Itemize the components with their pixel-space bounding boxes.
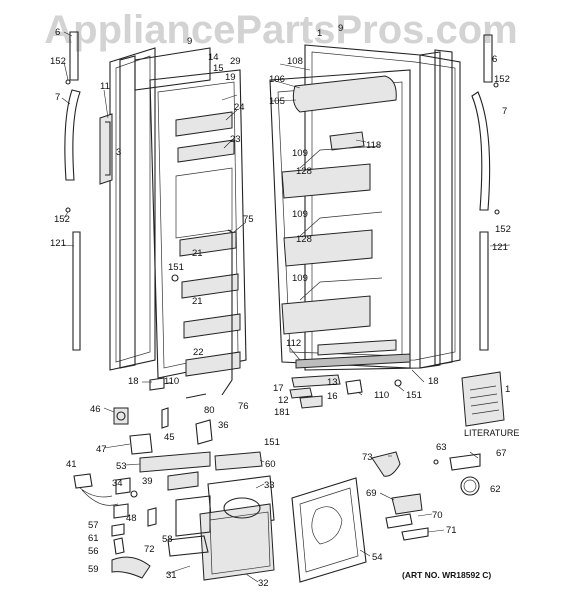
label-16: 16 (327, 391, 338, 402)
label-151: 151 (264, 437, 280, 448)
part-number-labels: 6 152 7 11 3 152 121 9 14 15 29 19 24 23… (50, 23, 519, 589)
label-112: 112 (286, 338, 301, 349)
label-29: 29 (230, 56, 241, 67)
label-73: 73 (362, 452, 373, 463)
label-11: 11 (100, 81, 110, 92)
literature-label: LITERATURE (464, 428, 519, 438)
label-60: 60 (265, 459, 276, 470)
label-128: 128 (296, 166, 312, 177)
label-18: 18 (428, 376, 439, 387)
label-121: 121 (492, 242, 508, 253)
label-106: 106 (269, 74, 285, 85)
label-18: 18 (128, 376, 139, 387)
literature-booklet (461, 371, 505, 427)
label-59: 59 (88, 564, 99, 575)
label-58: 58 (162, 534, 173, 545)
label-181: 181 (274, 407, 290, 418)
label-39: 39 (142, 476, 153, 487)
label-152: 152 (495, 224, 511, 235)
label-75: 75 (243, 214, 254, 225)
label-80: 80 (204, 405, 215, 416)
label-109: 109 (292, 209, 308, 220)
label-53: 53 (116, 461, 127, 472)
label-121: 121 (50, 238, 66, 249)
right-handle-assembly (471, 34, 500, 351)
label-105: 105 (269, 96, 285, 107)
label-41: 41 (66, 459, 77, 470)
label-109: 109 (292, 273, 308, 284)
label-67: 67 (496, 448, 507, 459)
label-32: 32 (258, 578, 269, 589)
label-7: 7 (55, 92, 60, 103)
label-33: 33 (264, 480, 275, 491)
label-152: 152 (50, 56, 66, 67)
label-48: 48 (126, 513, 137, 524)
left-handle-assembly (64, 31, 81, 351)
leader-lines (61, 31, 511, 583)
label-1: 1 (505, 384, 510, 395)
label-22: 22 (193, 347, 204, 358)
label-151: 151 (168, 262, 184, 273)
label-24: 24 (234, 102, 245, 113)
label-109: 109 (292, 148, 308, 159)
label-63: 63 (436, 442, 447, 453)
right-small-parts (371, 451, 481, 541)
label-21: 21 (192, 248, 203, 259)
label-15: 15 (213, 63, 224, 74)
label-110: 110 (164, 376, 179, 387)
label-128: 128 (296, 234, 312, 245)
dispenser-cover (291, 477, 367, 583)
label-61: 61 (88, 533, 99, 544)
label-19: 19 (225, 72, 236, 83)
label-31: 31 (166, 570, 177, 581)
label-7: 7 (502, 106, 507, 117)
label-71: 71 (446, 525, 457, 536)
label-152: 152 (54, 214, 70, 225)
label-12: 12 (278, 395, 289, 406)
label-62: 62 (490, 484, 501, 495)
art-number: (ART NO. WR18592 C) (402, 570, 491, 580)
label-57: 57 (88, 520, 99, 531)
label-36: 36 (218, 420, 229, 431)
label-108: 108 (287, 56, 303, 67)
label-45: 45 (164, 432, 175, 443)
label-46: 46 (90, 404, 101, 415)
label-76: 76 (238, 401, 249, 412)
fresh-food-door (269, 44, 461, 371)
label-56: 56 (88, 546, 99, 557)
hinge-parts (149, 374, 402, 409)
label-47: 47 (96, 444, 107, 455)
freezer-door (99, 47, 247, 396)
label-14: 14 (208, 52, 219, 63)
label-17: 17 (273, 383, 284, 394)
label-1: 1 (317, 28, 322, 39)
label-152: 152 (494, 74, 510, 85)
label-23: 23 (230, 134, 241, 145)
label-118: 118 (366, 140, 381, 151)
label-9: 9 (338, 23, 343, 34)
label-69: 69 (366, 488, 377, 499)
label-6: 6 (55, 27, 60, 38)
label-9: 9 (187, 36, 192, 47)
dispenser-mechanism (73, 407, 275, 581)
label-72: 72 (144, 544, 155, 555)
label-54: 54 (372, 552, 383, 563)
label-3: 3 (116, 147, 121, 158)
label-13: 13 (327, 377, 338, 388)
label-70: 70 (432, 510, 443, 521)
label-110: 110 (374, 390, 389, 401)
label-151: 151 (406, 390, 422, 401)
label-21: 21 (192, 296, 203, 307)
label-34: 34 (112, 478, 123, 489)
label-6: 6 (492, 54, 497, 65)
